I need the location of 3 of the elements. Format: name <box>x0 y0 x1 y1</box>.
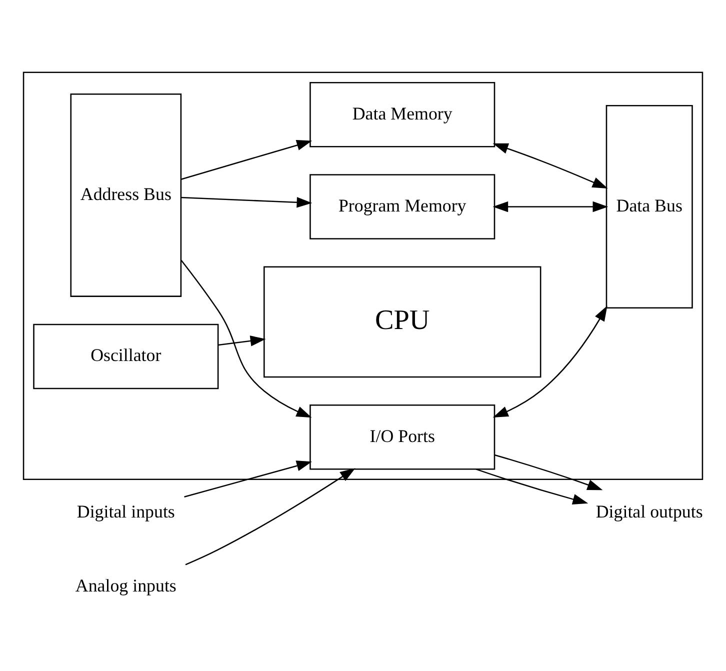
node-text: Digital inputs <box>76 500 175 521</box>
node-text: Digital outputs <box>596 500 703 521</box>
node-text: Analog inputs <box>75 575 176 596</box>
